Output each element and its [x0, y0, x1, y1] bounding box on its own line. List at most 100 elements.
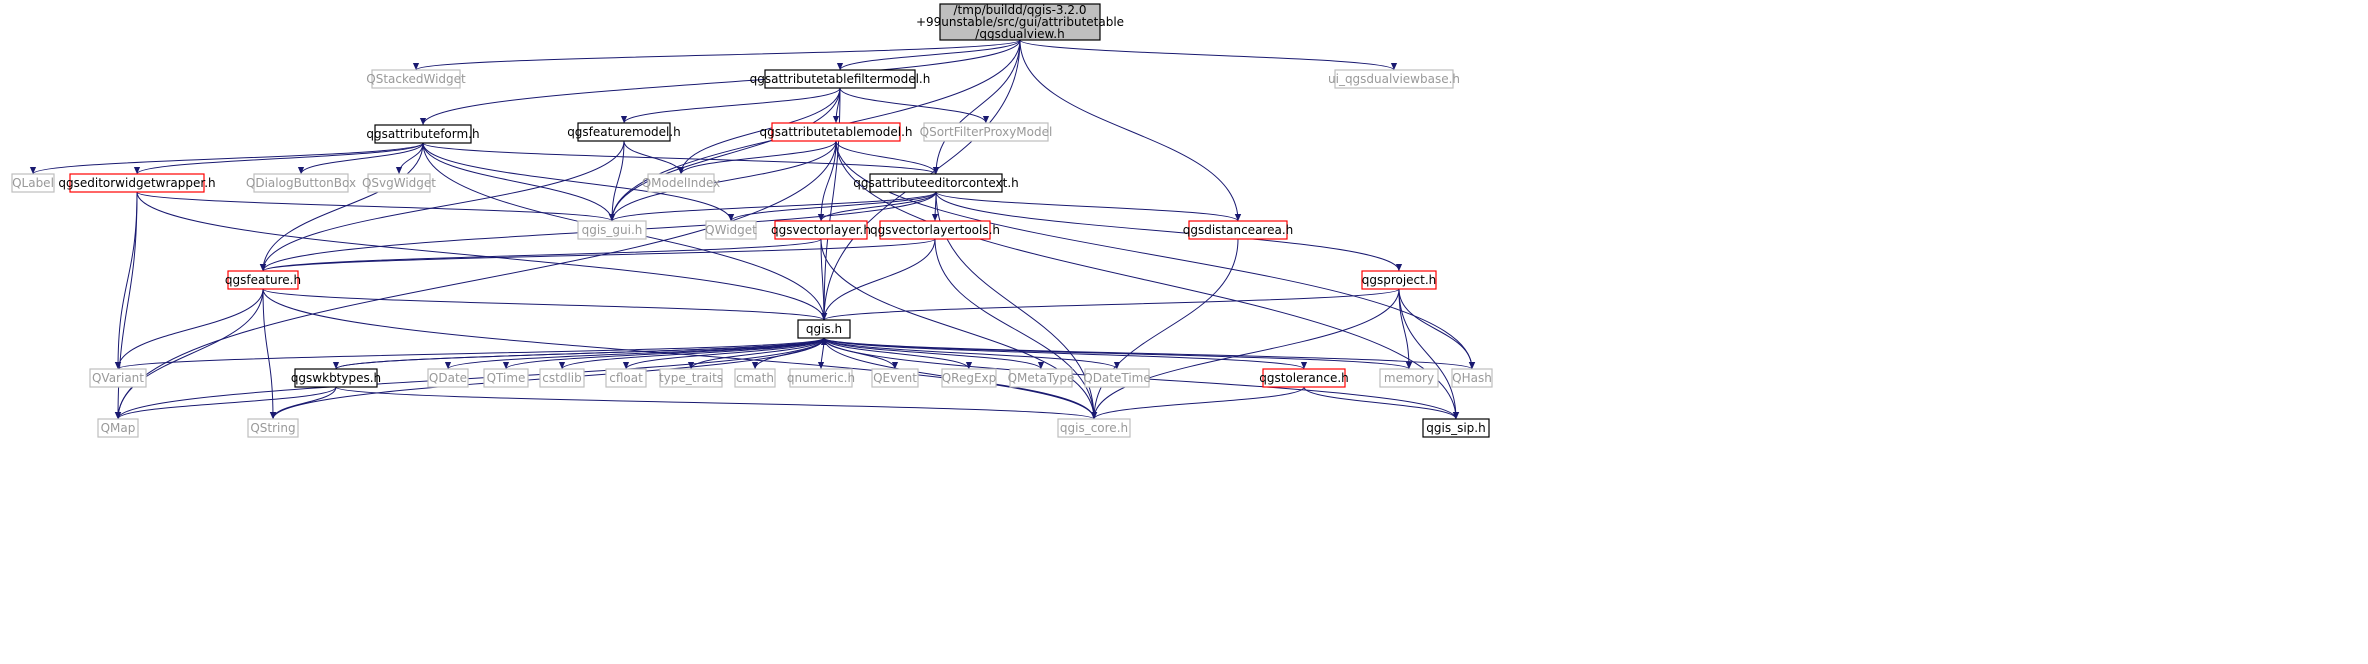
nodes-layer: /tmp/buildd/qgis-3.2.0+99unstable/src/gu… [11, 3, 1493, 438]
node-qgswkbtypes[interactable]: qgswkbtypes.h [291, 368, 381, 388]
edge-qgsattributeform-to-qgsattributeeditorcontext [422, 142, 939, 175]
node-qgseditorwidgetwrapper[interactable]: qgseditorwidgetwrapper.h [58, 173, 216, 193]
node-box-qgsfeature [227, 270, 299, 290]
edge-root-to-qgsattributeform [419, 39, 1021, 126]
node-box-QDateTime [1084, 368, 1150, 388]
edge-qgis-to-QDate [444, 337, 825, 370]
edge-qgsfeature-to-QVariant [114, 288, 264, 370]
node-memory: memory [1379, 368, 1439, 388]
edge-qgswkbtypes-to-qgis_core [335, 386, 1097, 420]
edge-qgsfeaturemodel-to-qgsfeature [259, 140, 625, 272]
node-box-memory [1379, 368, 1439, 388]
node-box-qgis [797, 319, 851, 339]
edge-qgsvectorlayer-to-qgis_core [820, 238, 1098, 420]
edge-qgsattributeeditorcontext-to-qgsdistancearea [935, 191, 1242, 222]
node-QWidget: QWidget [705, 220, 757, 240]
edge-qgseditorwidgetwrapper-to-qgis_gui [136, 191, 615, 222]
edge-qgsvectorlayertools-to-qgis [820, 238, 936, 321]
node-label-QMap: QMap [101, 421, 136, 435]
node-QHash: QHash [1451, 368, 1493, 388]
edge-qgis-to-QTime [502, 337, 825, 370]
node-label-qgsattributeform: qgsattributeform.h [366, 127, 479, 141]
node-cmath: cmath [734, 368, 776, 388]
node-label-QMetaType: QMetaType [1008, 371, 1075, 385]
node-qgsvectorlayertools[interactable]: qgsvectorlayertools.h [870, 220, 1000, 240]
node-label-QDate: QDate [429, 371, 467, 385]
node-box-QDate [427, 368, 469, 388]
edge-qgis-to-type_traits [687, 337, 825, 370]
node-QVariant: QVariant [89, 368, 147, 388]
node-box-QTime [483, 368, 529, 388]
edge-root-to-qgsdistancearea [1019, 39, 1242, 222]
node-box-qgseditorwidgetwrapper [69, 173, 205, 193]
node-qgsattributetablefiltermodel[interactable]: qgsattributetablefiltermodel.h [750, 69, 931, 89]
node-box-qgsvectorlayertools [879, 220, 991, 240]
node-qgsfeaturemodel[interactable]: qgsfeaturemodel.h [567, 122, 681, 142]
node-box-qgsattributeform [374, 124, 472, 144]
node-qgis_sip[interactable]: qgis_sip.h [1422, 418, 1490, 438]
node-label-qgswkbtypes: qgswkbtypes.h [291, 371, 381, 385]
node-box-qnumeric [789, 368, 853, 388]
node-box-qgsdistancearea [1188, 220, 1288, 240]
edge-qgis-to-QDateTime [823, 337, 1121, 370]
node-box-QRegExp [941, 368, 997, 388]
edge-qgsproject-to-memory [1398, 288, 1413, 370]
edge-qgsproject-to-QHash [1398, 288, 1476, 370]
node-label-qgsfeaturemodel: qgsfeaturemodel.h [567, 125, 681, 139]
node-box-cmath [734, 368, 776, 388]
edge-qgsattributeform-to-qgis_gui [422, 142, 616, 222]
node-qgis[interactable]: qgis.h [797, 319, 851, 339]
edge-qgsvectorlayertools-to-qgsfeature [260, 238, 936, 272]
node-qgsattributeeditorcontext[interactable]: qgsattributeeditorcontext.h [853, 173, 1019, 193]
edge-qgsattributetablemodel-to-qgsattributeeditorcontext [835, 140, 940, 175]
node-qgsproject[interactable]: qgsproject.h [1361, 270, 1437, 290]
edge-qgsattributetablemodel-to-QMap [114, 140, 837, 420]
node-label-QDialogButtonBox: QDialogButtonBox [246, 176, 356, 190]
node-box-QMap [97, 418, 139, 438]
node-qgsvectorlayer[interactable]: qgsvectorlayer.h [771, 220, 871, 240]
edge-qgswkbtypes-to-QMap [114, 386, 337, 420]
node-QString: QString [247, 418, 299, 438]
node-qgstolerance[interactable]: qgstolerance.h [1259, 368, 1349, 388]
edge-root-to-ui_qgsdualviewbase [1019, 39, 1398, 71]
node-qgsattributeform[interactable]: qgsattributeform.h [366, 124, 480, 144]
node-label-qgsvectorlayertools: qgsvectorlayertools.h [870, 223, 1000, 237]
node-qgsattributetablemodel[interactable]: qgsattributetablemodel.h [759, 122, 913, 142]
node-label-root: /qgsdualview.h [975, 27, 1064, 41]
node-label-QString: QString [250, 421, 295, 435]
node-label-QTime: QTime [487, 371, 526, 385]
node-qgsfeature[interactable]: qgsfeature.h [225, 270, 301, 290]
node-box-qgis_sip [1422, 418, 1490, 438]
node-label-QDateTime: QDateTime [1083, 371, 1151, 385]
node-QTime: QTime [483, 368, 529, 388]
node-box-qgstolerance [1262, 368, 1346, 388]
node-box-qgsattributetablefiltermodel [764, 69, 916, 89]
node-box-QStackedWidget [371, 69, 461, 89]
edge-qgsattributeform-to-QLabel [29, 142, 424, 175]
edge-qgis-to-QRegExp [823, 337, 973, 370]
edge-qgsattributeeditorcontext-to-qgsvectorlayer [817, 191, 937, 222]
edge-qgsattributeform-to-qgsfeature [259, 142, 424, 272]
edge-qgsattributetablefiltermodel-to-QSortFilterProxyModel [839, 87, 990, 124]
edge-qgsattributetablemodel-to-qgsvectorlayer [817, 140, 837, 222]
node-qgis_core: qgis_core.h [1057, 418, 1131, 438]
edge-qgsattributeform-to-QSvgWidget [395, 142, 424, 175]
edge-qgsattributeform-to-QWidget [422, 142, 735, 222]
node-box-root [939, 3, 1101, 41]
edge-qgsfeaturemodel-to-qgis_gui [608, 140, 625, 222]
node-root[interactable]: /tmp/buildd/qgis-3.2.0+99unstable/src/gu… [916, 3, 1124, 41]
node-label-qgsproject: qgsproject.h [1362, 273, 1437, 287]
edge-qgsvectorlayertools-to-qgis_core [934, 238, 1098, 420]
edge-qgsattributeeditorcontext-to-QWidget [727, 191, 937, 222]
node-label-qgsattributetablefiltermodel: qgsattributetablefiltermodel.h [750, 72, 931, 86]
node-label-QWidget: QWidget [705, 223, 757, 237]
node-QEvent: QEvent [871, 368, 919, 388]
node-label-qgsdistancearea: qgsdistancearea.h [1183, 223, 1294, 237]
node-box-qgsattributeeditorcontext [869, 173, 1003, 193]
node-qgsdistancearea[interactable]: qgsdistancearea.h [1183, 220, 1294, 240]
edge-qgswkbtypes-to-qgis [335, 337, 827, 370]
node-label-QStackedWidget: QStackedWidget [366, 72, 466, 86]
node-label-root: /tmp/buildd/qgis-3.2.0 [954, 3, 1087, 17]
edge-qgsattributeform-to-QDialogButtonBox [297, 142, 424, 175]
